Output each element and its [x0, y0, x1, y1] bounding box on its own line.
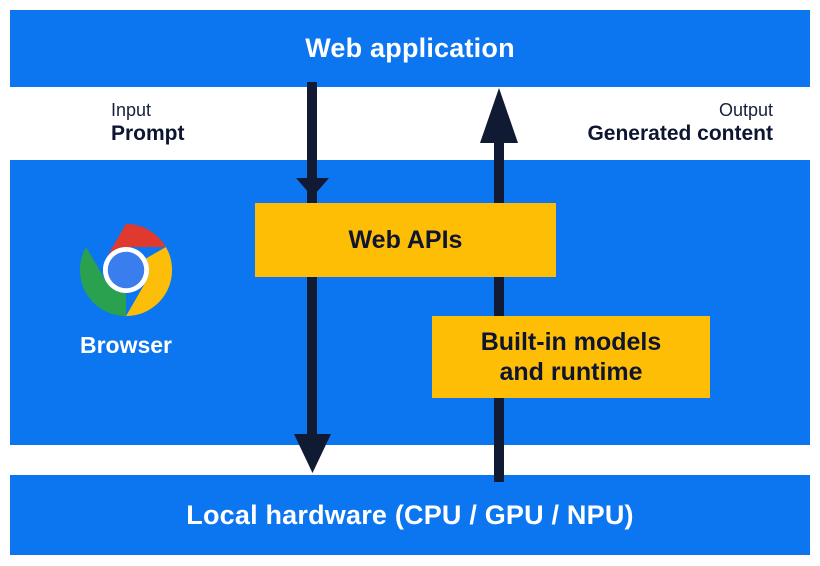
layer-web-application: Web application	[10, 10, 810, 87]
browser-identity-group: Browser	[66, 222, 186, 357]
chrome-logo-icon	[79, 223, 173, 317]
downstream-arrow-icon	[294, 82, 331, 473]
component-web-apis-label: Web APIs	[348, 226, 463, 254]
input-annotation-kicker: Input	[111, 100, 152, 120]
output-annotation-value: Generated content	[587, 122, 773, 146]
layer-local-hardware: Local hardware (CPU / GPU / NPU)	[10, 475, 810, 555]
layer-browser-label: Browser	[79, 332, 173, 358]
upstream-arrow-icon	[480, 88, 518, 482]
output-annotation: Output Generated content	[587, 100, 773, 147]
component-web-apis[interactable]: Web APIs	[255, 203, 556, 277]
component-builtin-models-line2: and runtime	[499, 358, 643, 386]
component-builtin-models[interactable]: Built-in models and runtime	[432, 316, 710, 398]
layer-local-hardware-label: Local hardware (CPU / GPU / NPU)	[186, 499, 634, 530]
layer-web-application-label: Web application	[305, 33, 515, 63]
component-builtin-models-line1: Built-in models	[480, 328, 662, 356]
component-builtin-models-label: Built-in models and runtime	[471, 327, 672, 387]
input-annotation-value: Prompt	[111, 122, 185, 146]
input-annotation: Input Prompt	[111, 100, 185, 147]
output-annotation-kicker: Output	[718, 100, 773, 120]
